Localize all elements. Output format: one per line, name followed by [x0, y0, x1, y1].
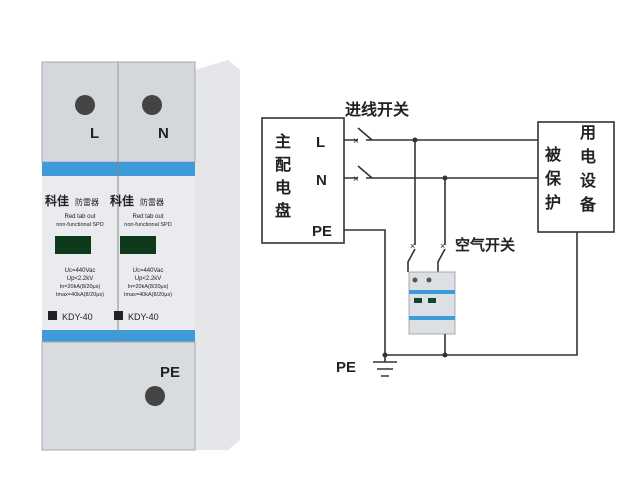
- logo-icon: [48, 311, 57, 320]
- brand-label: 科佳: [45, 193, 69, 208]
- terminal-pe-label: PE: [160, 364, 180, 381]
- equipment-label: 设: [580, 171, 597, 190]
- main-panel-label: 电: [275, 178, 291, 197]
- protected-label: 护: [545, 193, 561, 212]
- ground-pe-label: PE: [336, 359, 356, 376]
- module-right: 科佳 防雷器 Red tab out non-functional SPD Uc…: [110, 193, 172, 322]
- spd-miniature: [408, 271, 456, 335]
- indicator-text: Red tab out: [132, 214, 163, 220]
- spd-device: L N PE 科佳 防雷器 Red tab out non-functional…: [41, 60, 240, 451]
- status-window: [55, 236, 91, 254]
- spec-text: Up<2.2kV: [67, 276, 94, 282]
- brand-label: 科佳: [110, 193, 134, 208]
- indicator-text: Red tab out: [64, 214, 95, 220]
- screw-icon: [142, 95, 162, 115]
- spec-text: In=20kA(8/20μs): [60, 284, 101, 290]
- screw-icon: [75, 95, 95, 115]
- equipment-label: 电: [580, 147, 596, 166]
- main-n-label: N: [316, 172, 327, 189]
- switch-contact-icon: ×: [440, 241, 445, 251]
- air-switch-icon: [407, 248, 446, 272]
- air-switch-label: 空气开关: [455, 236, 515, 254]
- equipment-label: 用: [580, 123, 596, 142]
- wiring-diagram: 主 配 电 盘 L N PE 进线开关 × × 被 保 护 用 电 设 备 × …: [261, 100, 615, 377]
- ground-icon: [373, 355, 397, 377]
- spec-text: Uc=440Vac: [65, 268, 96, 274]
- main-l-label: L: [316, 134, 325, 151]
- switch-contact-icon: ×: [410, 241, 415, 251]
- switch-l-icon: [357, 127, 373, 141]
- device-bottom: [41, 341, 196, 451]
- product-type-label: 防雷器: [75, 197, 99, 207]
- main-panel-label: 盘: [275, 201, 291, 220]
- screw-icon: [145, 386, 165, 406]
- terminal-l-label: L: [90, 125, 99, 142]
- indicator-text: non-functional SPD: [124, 222, 171, 228]
- protected-label: 保: [544, 169, 562, 188]
- spec-text: Up<2.2kV: [135, 276, 162, 282]
- indicator-text: non-functional SPD: [56, 222, 103, 228]
- status-window: [120, 236, 156, 254]
- terminal-n-label: N: [158, 125, 169, 142]
- main-panel-label: 配: [275, 155, 291, 174]
- spec-text: Imax=40kA(8/20μs): [56, 292, 104, 298]
- spec-text: In=20kA(8/20μs): [128, 284, 169, 290]
- main-pe-label: PE: [312, 223, 332, 240]
- main-panel-label: 主: [275, 132, 291, 151]
- protected-label: 被: [545, 145, 562, 164]
- spd-feed-wires: [414, 140, 446, 245]
- spec-text: Imax=40kA(8/20μs): [124, 292, 172, 298]
- incoming-switch-label: 进线开关: [345, 100, 409, 119]
- switch-n-icon: [357, 165, 373, 179]
- model-label: KDY-40: [62, 312, 93, 322]
- logo-icon: [114, 311, 123, 320]
- switch-contact-icon: ×: [353, 136, 359, 147]
- model-label: KDY-40: [128, 312, 159, 322]
- module-left: 科佳 防雷器 Red tab out non-functional SPD Uc…: [45, 193, 104, 322]
- product-type-label: 防雷器: [140, 197, 164, 207]
- equipment-label: 备: [579, 195, 597, 214]
- device-side: [195, 60, 240, 450]
- equipment-box: [537, 121, 615, 233]
- main-panel-box: [261, 117, 345, 244]
- switch-contact-icon: ×: [353, 174, 359, 185]
- spec-text: Uc=440Vac: [133, 268, 164, 274]
- junction-dot: [442, 352, 448, 358]
